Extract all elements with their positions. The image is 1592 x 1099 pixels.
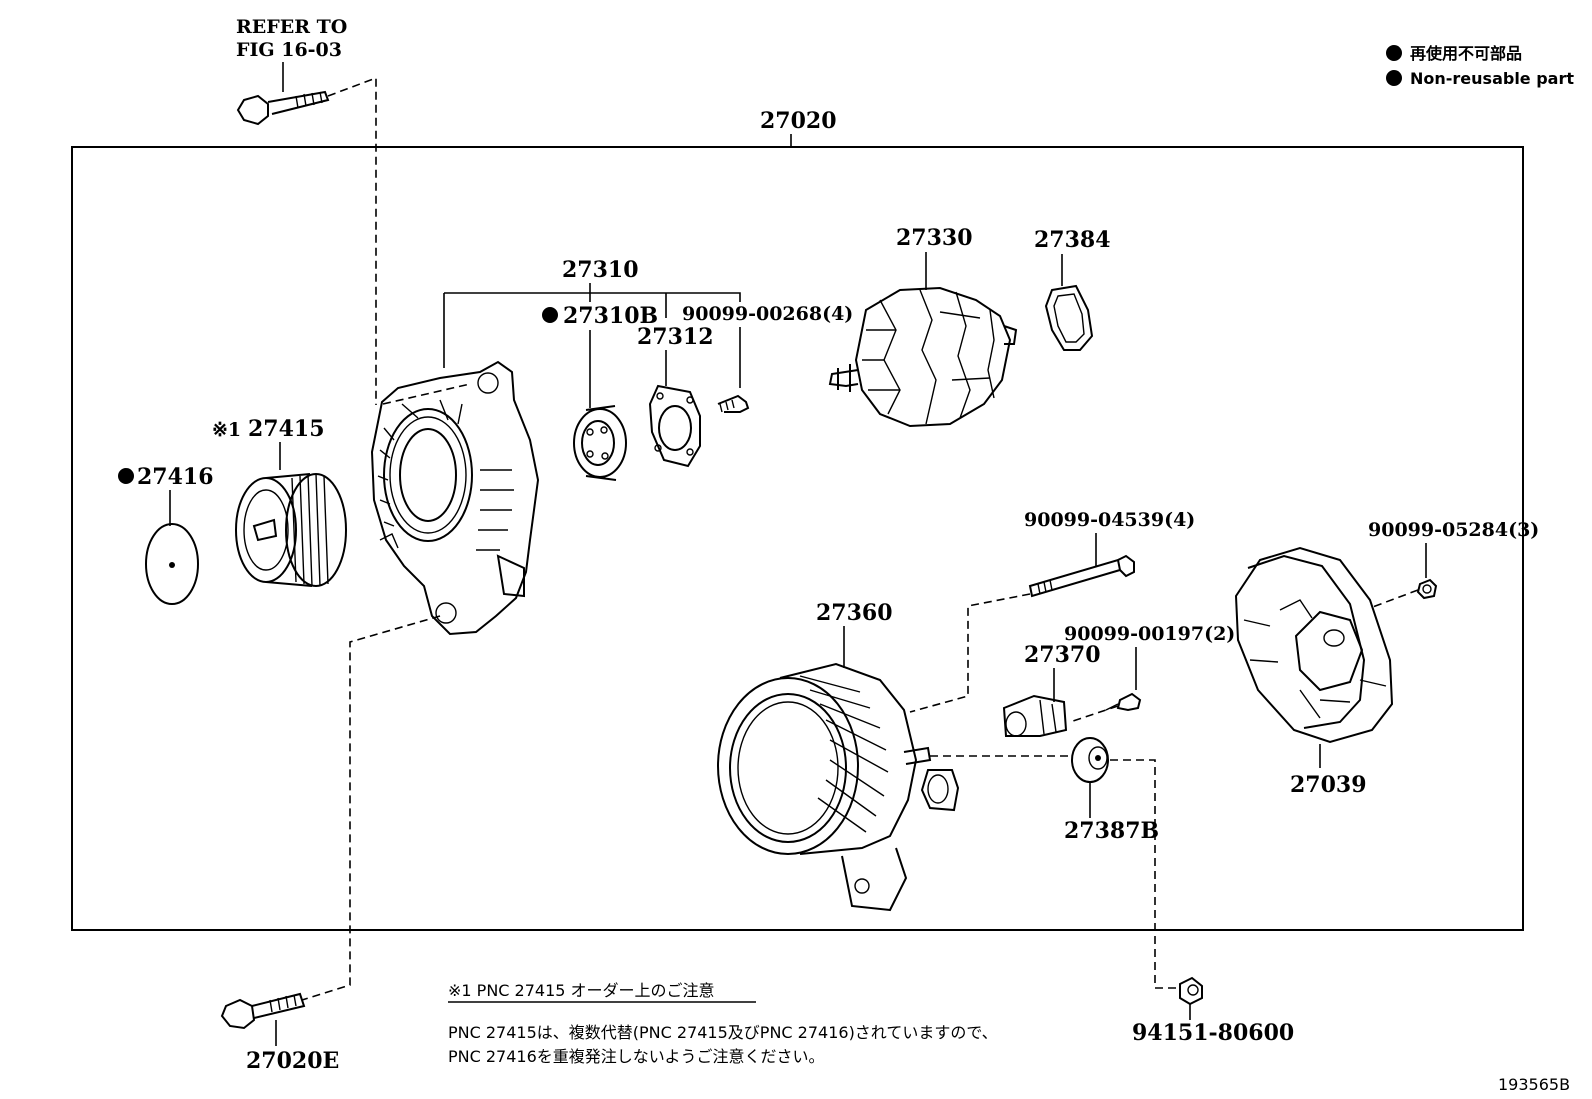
legend-jp-text: 再使用不可部品: [1410, 44, 1522, 63]
label-90099-00197[interactable]: 90099-00197(2): [1064, 623, 1235, 645]
rear-cover: [1234, 546, 1394, 744]
label-94151-80600[interactable]: 94151-80600: [1132, 1020, 1294, 1046]
note-line2: PNC 27416を重複発注しないようご注意ください。: [448, 1047, 824, 1066]
non-reusable-dot-icon: [542, 307, 558, 323]
label-27370[interactable]: 27370: [1024, 642, 1101, 668]
label-27310[interactable]: 27310: [562, 257, 639, 283]
stator: [717, 662, 960, 912]
plate-screw: [717, 394, 750, 413]
bearing: [573, 405, 627, 481]
label-90099-05284[interactable]: 90099-05284(3): [1368, 519, 1539, 541]
bottom-bolt: [220, 992, 306, 1030]
label-27312[interactable]: 27312: [637, 324, 714, 350]
label-90099-04539[interactable]: 90099-04539(4): [1024, 509, 1195, 531]
figure-id: 193565B: [1498, 1075, 1570, 1094]
insulator: [1071, 737, 1109, 783]
order-note: ※1 PNC 27415 オーダー上のご注意 PNC 27415は、複数代替(P…: [448, 981, 998, 1066]
label-27020[interactable]: 27020: [760, 108, 837, 134]
brush-screw: [1105, 692, 1142, 712]
label-27330[interactable]: 27330: [896, 225, 973, 251]
label-27310b[interactable]: 27310B: [563, 303, 658, 329]
label-27039[interactable]: 27039: [1290, 772, 1367, 798]
top-bolt: [236, 90, 330, 126]
label-27020e[interactable]: 27020E: [246, 1048, 339, 1074]
label-27416[interactable]: 27416: [137, 464, 214, 490]
legend: 再使用不可部品 Non-reusable part: [1386, 44, 1574, 88]
label-27387b[interactable]: 27387B: [1064, 818, 1159, 844]
cover-nut: [1416, 578, 1438, 600]
legend-dot-icon: [1386, 45, 1402, 61]
rotor: [828, 286, 1018, 428]
legend-en-text: Non-reusable part: [1410, 69, 1574, 88]
label-27384[interactable]: 27384: [1034, 227, 1111, 253]
seal-ring: [1044, 284, 1094, 351]
terminal-nut: [1179, 976, 1203, 1006]
through-bolt: [1028, 554, 1135, 598]
pulley: [235, 473, 347, 587]
label-27360[interactable]: 27360: [816, 600, 893, 626]
pulley-note-mark[interactable]: ※1: [212, 419, 241, 441]
note-line1: PNC 27415は、複数代替(PNC 27415及びPNC 27416)されて…: [448, 1023, 998, 1042]
drive-end-frame: [370, 360, 540, 636]
refer-to-line1[interactable]: REFER TO: [236, 16, 347, 38]
note-title: ※1 PNC 27415 オーダー上のご注意: [448, 981, 715, 1000]
label-27415[interactable]: 27415: [248, 416, 325, 442]
assembly-boundary: [71, 146, 1524, 931]
pulley-cap: [145, 523, 199, 605]
bearing-plate: [648, 384, 701, 468]
refer-to-line2[interactable]: FIG 16-03: [236, 39, 342, 61]
legend-dot-icon: [1386, 70, 1402, 86]
non-reusable-dot-icon: [118, 468, 134, 484]
brush-holder: [1002, 694, 1068, 737]
label-90099-00268[interactable]: 90099-00268(4): [682, 303, 853, 325]
